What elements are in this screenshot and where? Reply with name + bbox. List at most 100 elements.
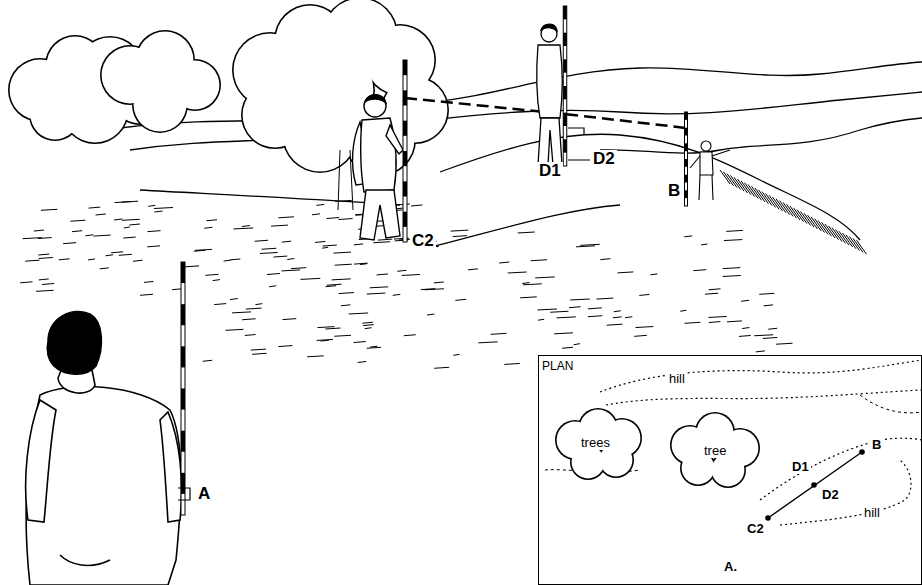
grass-mark [312, 214, 320, 215]
grass-mark [685, 322, 701, 323]
point-label: B [666, 182, 682, 201]
grass-mark [742, 328, 749, 329]
grass-mark [23, 238, 42, 239]
grass-mark [634, 335, 647, 336]
drawing-part [20, 200, 792, 368]
grass-mark [576, 246, 595, 247]
grass-mark [307, 356, 324, 357]
grass-mark [230, 259, 240, 260]
grass-mark [225, 329, 243, 330]
slope-hatch [783, 202, 793, 216]
grass-mark [41, 209, 57, 210]
grass-mark [34, 230, 44, 231]
pole-body [685, 112, 688, 206]
grass-mark [287, 259, 294, 260]
slope-hatch [811, 217, 821, 231]
pole-stripe [563, 33, 567, 46]
grass-mark [224, 260, 231, 261]
grass-mark [262, 248, 277, 249]
grass-mark [550, 311, 568, 312]
slope-hatch [850, 237, 860, 251]
grass-mark [363, 325, 374, 326]
grass-mark [362, 322, 372, 323]
grass-mark [538, 309, 557, 310]
grass-mark [232, 312, 251, 313]
inset-heading: PLAN [539, 358, 576, 374]
person-d [537, 24, 563, 165]
grass-mark [300, 278, 320, 279]
slope-hatch [790, 206, 800, 220]
pole-stripe [403, 90, 407, 105]
grass-mark [245, 334, 256, 335]
grass-mark [354, 244, 363, 245]
plan-point-b [859, 449, 865, 455]
grass-mark [636, 327, 654, 328]
slope-hatch [853, 238, 863, 252]
pole-stripe [563, 139, 567, 152]
grass-mark [100, 268, 109, 269]
grass-mark [764, 305, 773, 306]
grass-mark [739, 335, 751, 336]
grass-mark [754, 335, 773, 336]
plan-label: C2 [745, 522, 766, 536]
slope-hatch [720, 170, 730, 184]
grass-mark [291, 268, 306, 269]
grass-mark [397, 270, 406, 271]
pole-stripe [563, 113, 567, 126]
grass-mark [625, 317, 632, 318]
plan-survey-line [768, 452, 862, 518]
pole-stripe [403, 151, 407, 166]
plan-trees [555, 408, 642, 480]
grass-mark [89, 207, 101, 208]
drawing-part [701, 141, 711, 151]
grass-mark [723, 268, 741, 269]
pole-stripe [685, 112, 688, 120]
grass-mark [455, 299, 466, 300]
grass-mark [680, 310, 686, 311]
pole-body [563, 6, 567, 166]
grass-mark [230, 299, 238, 300]
grass-mark [518, 232, 535, 233]
grass-mark [709, 316, 727, 317]
drawing-part [541, 24, 557, 31]
grass-mark [325, 328, 340, 329]
drawing-part [47, 312, 101, 375]
grass-mark [332, 279, 351, 280]
grass-mark [147, 246, 160, 247]
grass-mark [282, 270, 301, 271]
grass-mark [246, 308, 262, 309]
slope-hatch [769, 195, 779, 209]
grass-mark [367, 293, 386, 294]
grass-mark [741, 300, 749, 301]
grass-mark [756, 351, 765, 352]
pole-stripe [181, 473, 185, 494]
grass-mark [122, 219, 140, 220]
slope-hatch [794, 208, 804, 222]
plan-ground [538, 355, 922, 585]
grass-mark [111, 252, 123, 253]
grass-mark [370, 287, 388, 288]
pole-stripe [181, 346, 185, 367]
drawing-part [386, 125, 403, 154]
grass-mark [600, 259, 610, 260]
grass-mark [768, 328, 777, 329]
slope-hatch [745, 183, 755, 197]
pole-stripe [181, 389, 185, 410]
grass-mark [377, 274, 388, 275]
slope-hatch [818, 220, 828, 234]
grass-mark [370, 346, 377, 347]
grass-mark [727, 321, 742, 322]
grass-mark [119, 254, 132, 255]
grass-mark [70, 220, 85, 221]
grass-mark [148, 205, 155, 206]
grass-mark [556, 317, 575, 318]
grass-mark [72, 231, 82, 232]
grass-mark [614, 311, 621, 312]
point-label: C2 [410, 232, 436, 251]
grass-mark [154, 211, 162, 212]
drawing-part [26, 400, 56, 522]
grass-mark [39, 279, 49, 280]
grass-mark [341, 305, 351, 306]
grass-mark [588, 308, 602, 309]
grass-mark [335, 264, 352, 265]
